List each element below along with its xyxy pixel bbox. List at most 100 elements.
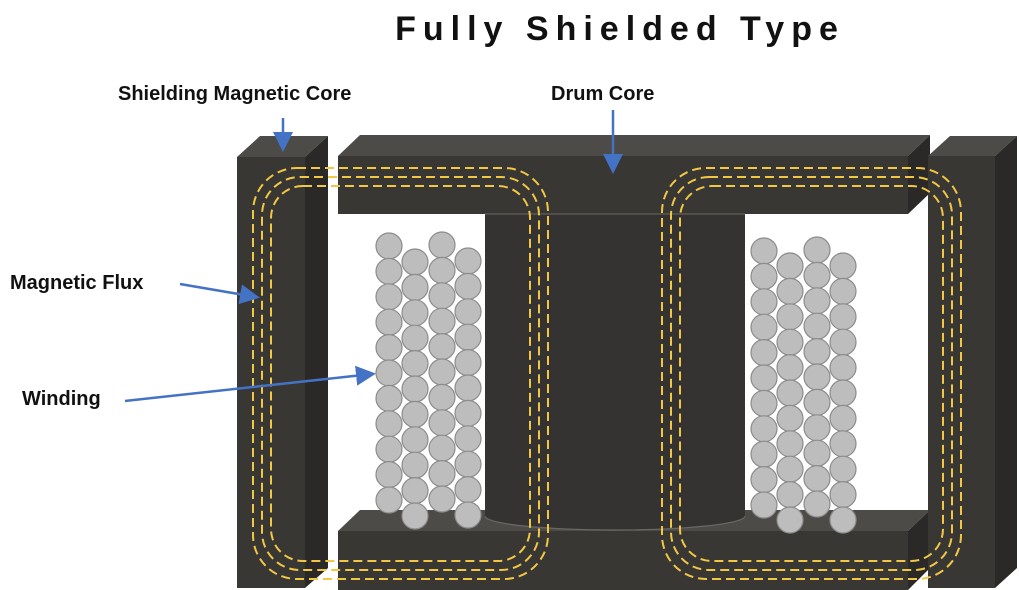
winding-wire-left [375,334,403,362]
winding-wire-left [375,283,403,311]
winding-wire-right [829,455,857,483]
winding-wire-right [803,312,831,340]
right-shield-side-face [995,136,1017,588]
winding-wire-right [750,237,778,265]
winding-wire-right [803,490,831,518]
drum-center-pillar [485,214,745,530]
winding-wire-right [750,491,778,519]
winding-wire-right [776,277,804,305]
drum-top-flange-top-face [338,135,930,156]
winding-wire-right [803,287,831,315]
magnetic-flux-left [252,167,549,580]
winding-wire-right [829,328,857,356]
drum-bottom-flange-side-face [908,510,930,590]
winding-wire-left [428,256,456,284]
left-shielding-core [237,136,328,588]
winding-wire-left [375,435,403,463]
winding-wire-left [401,324,429,352]
label-magnetic-flux: Magnetic Flux [10,272,143,294]
winding-wire-left [454,501,482,529]
winding-wire-left [401,451,429,479]
winding-wire-right [803,236,831,264]
flux-line-right-middle [670,176,953,571]
drum-top-flange-side-face [908,135,930,214]
winding-wire-left [375,486,403,514]
winding-wire-right [776,252,804,280]
winding-wire-right [750,389,778,417]
right-shielding-core [928,136,1017,588]
winding-wire-left [454,349,482,377]
left-shield-side-face [305,136,328,588]
winding-wire-right [803,338,831,366]
winding-wire-left [375,384,403,412]
flux-line-right-inner [679,185,944,562]
winding-right [750,236,857,534]
winding-wire-right [776,379,804,407]
winding-wire-left [428,383,456,411]
diagram-title: Fully Shielded Type [395,10,845,48]
arrow-magnetic-flux [179,282,260,305]
flux-line-left-middle [261,176,540,571]
label-shielding-magnetic-core: Shielding Magnetic Core [118,83,351,105]
winding-wire-right [829,430,857,458]
winding-wire-right [776,354,804,382]
winding-wire-left [428,358,456,386]
winding-wire-right [776,430,804,458]
winding-wire-left [454,298,482,326]
winding-wire-left [401,400,429,428]
drum-pillar-base-edge [484,515,746,531]
winding-wire-left [401,375,429,403]
winding-wire-right [829,303,857,331]
label-drum-core: Drum Core [551,83,654,105]
winding-wire-left [428,409,456,437]
winding-wire-left [454,476,482,504]
winding-wire-left [401,248,429,276]
flux-line-left-outer [252,167,549,580]
winding-wire-left [454,323,482,351]
winding-wire-left [454,399,482,427]
winding-wire-right [750,313,778,341]
winding-wire-right [803,414,831,442]
winding-wire-left [401,350,429,378]
flux-line-right-outer [661,167,962,580]
winding-wire-right [803,363,831,391]
winding-wire-left [401,299,429,327]
winding-wire-right [829,506,857,534]
winding-wire-right [829,379,857,407]
winding-wire-right [829,354,857,382]
winding-wire-right [750,364,778,392]
winding-wire-left [375,410,403,438]
winding-wire-left [401,273,429,301]
winding-wire-left [375,232,403,260]
winding-wire-right [829,481,857,509]
winding-wire-left [454,247,482,275]
right-shield-top-face [928,136,1017,156]
winding-wire-left [428,307,456,335]
winding-wire-right [750,440,778,468]
winding-wire-left [428,231,456,259]
winding-wire-left [454,425,482,453]
arrow-winding [124,365,376,403]
winding-wire-right [803,261,831,289]
winding-wire-left [454,272,482,300]
winding-wire-right [776,455,804,483]
winding-left [375,231,482,530]
winding-wire-left [401,426,429,454]
winding-wire-right [750,415,778,443]
winding-wire-left [375,359,403,387]
winding-wire-left [454,374,482,402]
winding-wire-right [750,288,778,316]
winding-wire-right [803,388,831,416]
winding-wire-right [829,404,857,432]
winding-wire-right [776,303,804,331]
winding-wire-right [803,465,831,493]
winding-wire-right [829,252,857,280]
winding-wire-right [750,339,778,367]
winding-wire-left [401,502,429,530]
winding-wire-right [776,404,804,432]
winding-wire-right [829,277,857,305]
winding-wire-left [428,485,456,513]
winding-wire-left [375,461,403,489]
winding-wire-left [428,460,456,488]
